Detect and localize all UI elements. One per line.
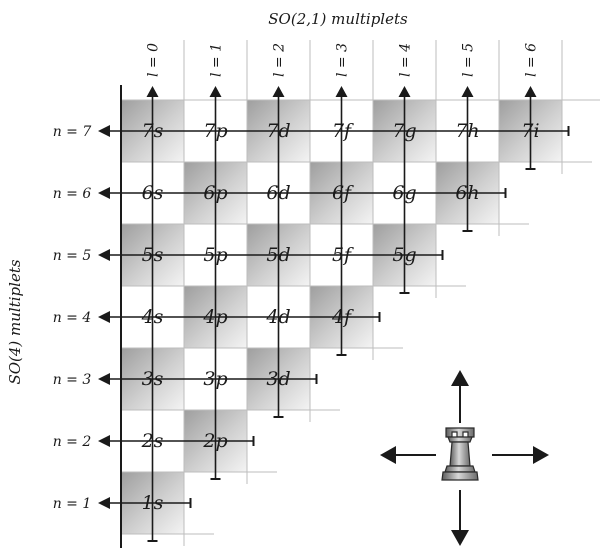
cell-label-5f: 5f <box>332 244 354 266</box>
arrow-up-icon <box>272 86 285 97</box>
arrow-left-icon <box>98 435 110 447</box>
row-label-n5: n = 5 <box>53 248 92 264</box>
row-label-n4: n = 4 <box>53 310 92 326</box>
arrow-left-icon <box>98 311 110 323</box>
arrow-up-icon <box>335 86 348 97</box>
cell-label-4s: 4s <box>141 306 164 328</box>
cell-label-7s: 7s <box>142 120 164 142</box>
arrow-left-icon <box>98 187 110 199</box>
cell-label-7f: 7f <box>332 120 354 142</box>
cell-label-6h: 6h <box>455 182 479 204</box>
top-title: SO(2,1) multiplets <box>268 10 408 28</box>
arrow-left-icon <box>98 125 110 137</box>
arrow-left-icon <box>98 497 110 509</box>
cell-label-7i: 7i <box>521 120 539 142</box>
cell-label-5g: 5g <box>392 244 416 266</box>
arrow-left-icon <box>98 249 110 261</box>
column-header-l1: l = 1 <box>209 43 225 77</box>
cell-label-3d: 3d <box>266 368 290 390</box>
cell-label-7p: 7p <box>203 120 227 142</box>
cell-label-2s: 2s <box>141 430 164 452</box>
ladder-connectors <box>98 86 570 542</box>
side-title: SO(4) multiplets <box>6 259 24 384</box>
cell-label-6d: 6d <box>266 182 290 204</box>
cell-label-6s: 6s <box>142 182 164 204</box>
arrow-up-icon <box>398 86 411 97</box>
row-label-n1: n = 1 <box>53 496 92 512</box>
row-label-n7: n = 7 <box>53 124 92 140</box>
arrow-down-icon <box>451 490 469 546</box>
cell-label-5d: 5d <box>266 244 290 266</box>
column-header-l5: l = 5 <box>461 43 477 77</box>
rook-icon <box>441 427 479 481</box>
rook-move-diagram <box>380 370 549 546</box>
cell-label-6g: 6g <box>392 182 416 204</box>
column-headers: l = 0 l = 1 l = 2 l = 3 l = 4 l = 5 l = 6 <box>146 43 540 77</box>
cell-label-3p: 3p <box>203 368 227 390</box>
row-labels: n = 1 n = 2 n = 3 n = 4 n = 5 n = 6 n = 7 <box>53 124 92 512</box>
column-header-l0: l = 0 <box>146 43 162 77</box>
row-label-n2: n = 2 <box>53 434 92 450</box>
grid-lines <box>121 40 600 546</box>
arrow-up-icon <box>461 86 474 97</box>
cell-label-1s: 1s <box>142 492 164 514</box>
cell-label-3s: 3s <box>142 368 164 390</box>
cell-label-4d: 4d <box>265 306 290 328</box>
cell-label-6f: 6f <box>332 182 354 204</box>
cell-label-6p: 6p <box>203 182 227 204</box>
cell-label-7d: 7d <box>266 120 290 142</box>
arrow-left-icon <box>380 446 436 464</box>
arrow-up-icon <box>451 370 469 423</box>
arrow-up-icon <box>146 86 159 97</box>
arrow-right-icon <box>492 446 549 464</box>
column-header-l2: l = 2 <box>272 43 288 77</box>
cell-label-7h: 7h <box>455 120 479 142</box>
cell-label-5s: 5s <box>142 244 164 266</box>
arrow-up-icon <box>209 86 222 97</box>
cell-label-5p: 5p <box>203 244 227 266</box>
row-label-n3: n = 3 <box>53 372 92 388</box>
cell-label-2p: 2p <box>202 430 227 452</box>
column-header-l3: l = 3 <box>335 43 351 77</box>
arrow-up-icon <box>524 86 537 97</box>
cell-label-7g: 7g <box>392 120 416 142</box>
column-header-l6: l = 6 <box>524 43 540 77</box>
cell-labels: 1s 2s 2p 3s 3p 3d 4s 4p 4d 4f 5s 5p 5d 5f 5g 6s 6p 6d 6f 6g… <box>141 120 540 514</box>
column-header-l4: l = 4 <box>398 43 414 77</box>
arrow-left-icon <box>98 373 110 385</box>
row-label-n6: n = 6 <box>53 186 92 202</box>
cell-label-4p: 4p <box>202 306 227 328</box>
cell-label-4f: 4f <box>331 306 354 328</box>
